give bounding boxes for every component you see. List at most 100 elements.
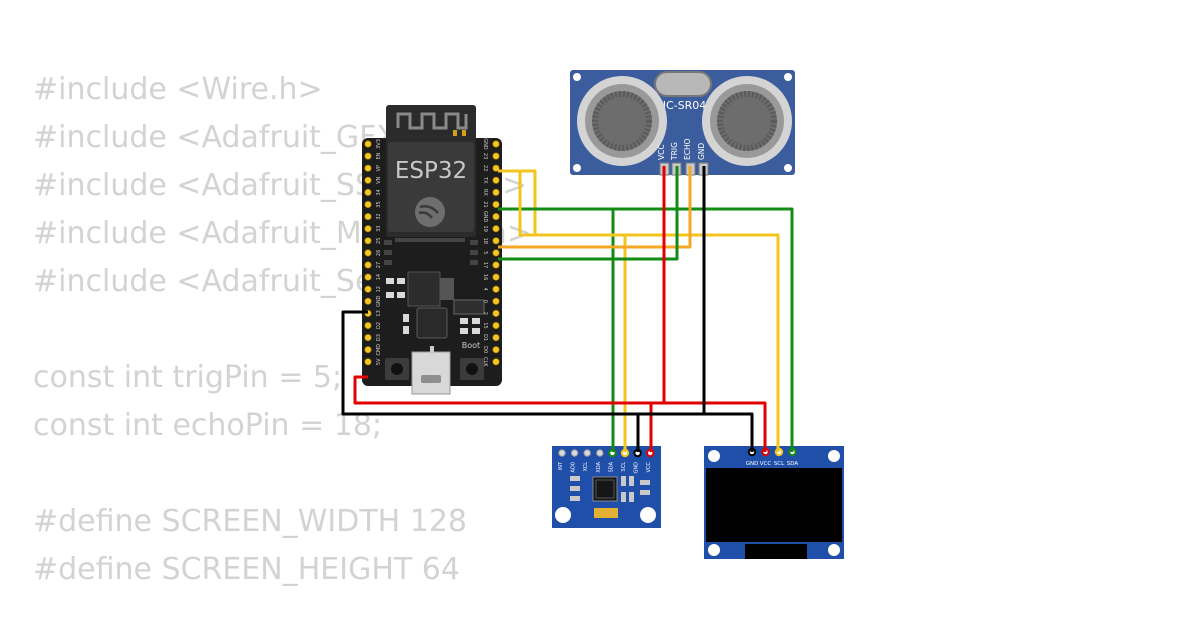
mpu6050-chip [592, 476, 618, 502]
boot-label: Boot [462, 341, 480, 350]
rf-shield [388, 142, 474, 232]
esp32-pin[interactable] [492, 321, 500, 330]
esp32-pin[interactable] [492, 273, 500, 281]
esp32-pin[interactable] [364, 188, 372, 196]
esp32-pin-label: 21 [482, 201, 488, 207]
mpu6050-pin-label: AD0 [571, 462, 577, 472]
mpu-crystal [594, 508, 618, 518]
hc-sr04-pin-label: GND [697, 143, 706, 160]
esp32-pin[interactable] [492, 297, 500, 305]
wire-gpio21-mpu-sda [498, 207, 615, 452]
esp32-pin[interactable] [364, 200, 372, 209]
esp32-pin-label: RX [482, 189, 488, 196]
esp32-pin[interactable] [492, 140, 500, 148]
wire-gpio21-oled-sda [498, 207, 794, 452]
en-button-cap[interactable] [391, 363, 403, 375]
esp32-pin[interactable] [364, 261, 372, 269]
esp32-pin[interactable] [492, 176, 500, 184]
esp32-pin[interactable] [364, 358, 372, 366]
esp32-pin[interactable] [492, 188, 500, 196]
esp32-pin[interactable] [492, 200, 500, 209]
mpu6050-pin-header [558, 448, 655, 458]
esp32-right-pin-header [492, 140, 500, 366]
transmitter-transducer [577, 76, 667, 166]
hc-sr04-pin-labels: VCC TRIG ECHO GND [657, 138, 706, 161]
esp32-left-pin-labels: 3V3ENVPVN343532332526271412GND13D2D3CMD5… [376, 139, 382, 365]
esp32-pin[interactable] [364, 164, 372, 172]
esp32-left-pin-header [364, 140, 372, 366]
hc-sr04-pin-label: ECHO [683, 138, 692, 160]
esp32-pin[interactable] [492, 152, 500, 160]
esp32-pin-label: GND [482, 211, 488, 223]
hc-sr04-pin-label: TRIG [670, 142, 679, 161]
code-line: #include <Wire.h> [33, 72, 323, 107]
esp32-pin[interactable] [364, 285, 372, 293]
oled-pin-label: SCL [774, 461, 785, 467]
esp32-pin[interactable] [492, 261, 500, 269]
esp32-pin-label: 14 [376, 274, 382, 280]
esp32-pin-label: GND [482, 138, 488, 150]
antenna-trace [396, 112, 468, 130]
esp32-pin[interactable] [492, 285, 500, 293]
esp32-pin-label: 23 [482, 153, 488, 159]
mpu6050-pin[interactable] [558, 449, 566, 457]
esp32-pin[interactable] [364, 237, 372, 245]
esp32-pin[interactable] [364, 334, 372, 342]
hc-sr04-label: HC-SR04 [658, 99, 707, 112]
mpu6050-pin-label: XDA [596, 461, 602, 472]
esp32-pin[interactable] [364, 176, 372, 184]
esp32-pin[interactable] [364, 213, 372, 221]
oled-screen [706, 468, 842, 542]
esp32-pin[interactable] [492, 334, 500, 342]
esp32-pin[interactable] [492, 358, 500, 366]
esp32-pin[interactable] [492, 164, 500, 172]
wire-gpio18-echo [498, 166, 692, 249]
esp32-pin[interactable] [364, 297, 372, 305]
esp32-pin[interactable] [492, 309, 500, 318]
usb-uart-chip [416, 307, 448, 339]
esp32-pin-label: EN [376, 152, 382, 159]
esp32-pin-label: D1 [482, 334, 488, 341]
voltage-regulator [407, 271, 441, 307]
wire-gnd-oled [704, 412, 754, 452]
esp32-pin[interactable] [364, 273, 372, 281]
esp32-pin[interactable] [364, 321, 372, 330]
esp32-pin-label: 12 [376, 286, 382, 292]
mpu6050-pin[interactable] [583, 449, 591, 457]
receiver-transducer [702, 76, 792, 166]
esp32-pin[interactable] [492, 213, 500, 221]
esp32-pin[interactable] [364, 140, 372, 148]
esp32-pin-label: 17 [482, 262, 488, 268]
micro-usb-port[interactable] [411, 351, 451, 395]
esp32-pin[interactable] [492, 225, 500, 233]
wire-gnd [341, 166, 706, 416]
esp32-pin-label: 2 [482, 312, 488, 315]
mpu6050-pin[interactable] [570, 449, 579, 457]
esp32-pin-label: 0 [482, 300, 488, 303]
esp32-pin[interactable] [364, 225, 372, 233]
mpu6050-pin-label: VCC [646, 461, 652, 472]
mpu6050-pin[interactable] [596, 449, 604, 457]
boot-button-cap[interactable] [466, 363, 478, 375]
esp32-pin-label: 35 [376, 201, 382, 207]
hc-sr04-module[interactable]: HC-SR04 VCC TRIG ECHO GND [570, 70, 795, 176]
code-line: const int trigPin = 5; [33, 360, 343, 395]
mpu6050-pin-label: INT [558, 461, 564, 470]
esp32-pin[interactable] [492, 249, 500, 257]
hc-sr04-pin-label: VCC [657, 144, 666, 160]
oled-ribbon [745, 544, 807, 559]
oled-pin-label: SDA [787, 461, 799, 467]
esp32-pin[interactable] [492, 237, 500, 245]
esp32-pin[interactable] [364, 346, 372, 354]
wire-5v-oled-vcc [651, 401, 767, 452]
mpu6050-pin-label: SDA [608, 461, 614, 472]
esp32-pin[interactable] [364, 249, 372, 257]
espressif-logo-icon [415, 197, 445, 227]
esp32-pin[interactable] [492, 346, 500, 354]
esp32-pin-label: D0 [482, 346, 488, 353]
esp32-pin[interactable] [364, 152, 372, 160]
